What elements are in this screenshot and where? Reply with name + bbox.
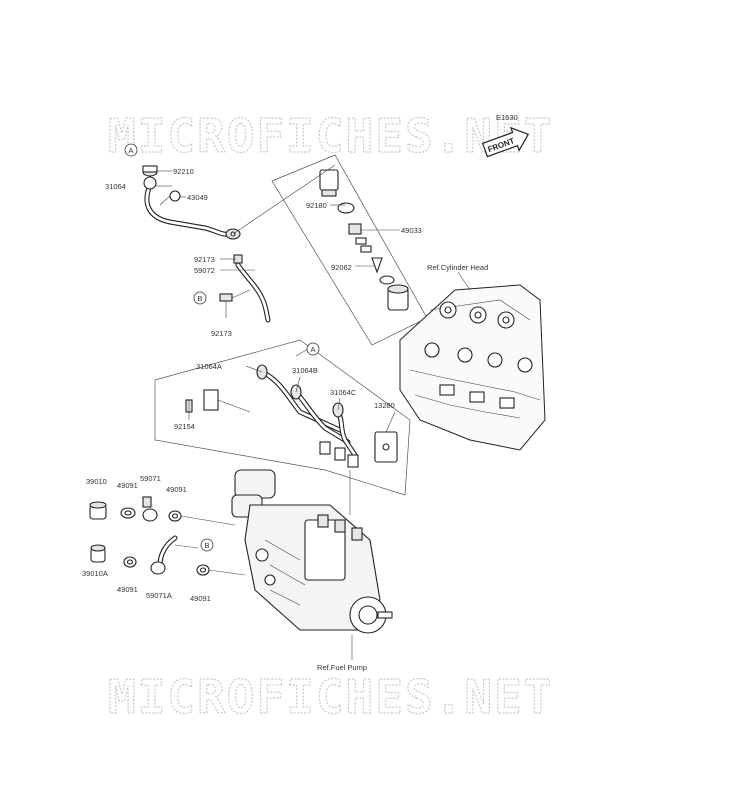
hose-59072 — [235, 262, 271, 323]
part-label-92173-lower: 92173 — [211, 329, 232, 338]
bolt-92173-lower — [219, 289, 251, 302]
ref-cylinder-head: Ref.Cylinder Head — [427, 263, 488, 272]
washer-49091-d — [196, 564, 246, 576]
washer-49091-c — [123, 556, 137, 568]
svg-text:B: B — [198, 294, 203, 303]
nozzle-assembly-box — [271, 154, 428, 346]
marker-a-top: A — [124, 143, 138, 157]
part-label-59071: 59071 — [140, 474, 161, 483]
part-label-59071A: 59071A — [146, 591, 172, 600]
part-label-92173-upper: 92173 — [194, 255, 215, 264]
watermark-top: MICROFICHES.NET — [108, 109, 553, 163]
washer-49091-a — [120, 507, 136, 519]
bracket-92154 — [185, 389, 251, 413]
leader-lines — [156, 164, 471, 660]
part-label-49091-a: 49091 — [117, 481, 138, 490]
svg-text:A: A — [129, 146, 134, 155]
pipe-set-box — [154, 339, 411, 496]
part-label-59072: 59072 — [194, 266, 215, 275]
svg-text:A: A — [311, 345, 316, 354]
nut-92210 — [142, 165, 158, 177]
washer-49091-b — [168, 510, 236, 526]
part-label-49033: 49033 — [401, 226, 422, 235]
nozzle-holder-49033 — [319, 169, 409, 311]
fitting-59071A — [150, 535, 199, 575]
marker-b-right: B — [200, 538, 214, 552]
clamp-13280 — [374, 431, 398, 463]
part-label-49091-d: 49091 — [190, 594, 211, 603]
part-label-31064C: 31064C — [330, 388, 357, 397]
part-label-92062: 92062 — [331, 263, 352, 272]
clamp-43049 — [159, 190, 181, 206]
part-label-43049: 43049 — [187, 193, 208, 202]
part-label-31064: 31064 — [105, 182, 126, 191]
injection-pipes-31064ABC — [256, 364, 359, 468]
fuel-pump-reference — [231, 469, 393, 634]
part-label-92180: 92180 — [306, 201, 327, 210]
marker-b-left: B — [193, 291, 207, 305]
part-label-92210: 92210 — [173, 167, 194, 176]
watermark-bottom: MICROFICHES.NET — [108, 670, 553, 724]
svg-text:B: B — [205, 541, 210, 550]
part-label-13280: 13280 — [374, 401, 395, 410]
marker-a-mid: A — [306, 342, 320, 356]
ref-fuel-pump: Ref.Fuel Pump — [317, 663, 367, 672]
part-label-31064A: 31064A — [196, 362, 222, 371]
part-label-49091-b: 49091 — [166, 485, 187, 494]
part-label-31064B: 31064B — [292, 366, 318, 375]
part-label-49091-c: 49091 — [117, 585, 138, 594]
plug-39010 — [89, 501, 107, 520]
part-label-39010: 39010 — [86, 477, 107, 486]
part-label-92154: 92154 — [174, 422, 195, 431]
fitting-59071 — [142, 496, 158, 522]
plug-39010A — [90, 544, 106, 563]
cylinder-head-reference — [399, 284, 546, 451]
figure-code: E1530 — [496, 113, 518, 122]
part-label-39010A: 39010A — [82, 569, 108, 578]
